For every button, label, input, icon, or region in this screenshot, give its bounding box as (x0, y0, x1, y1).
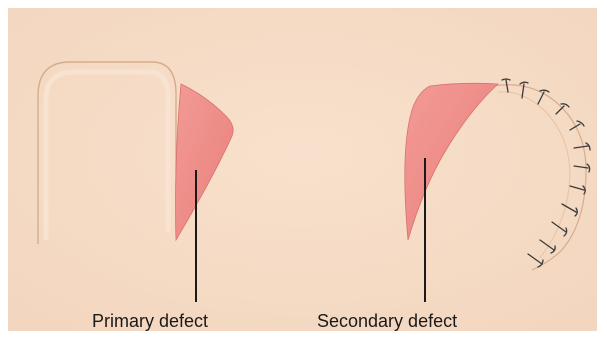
skin-background (8, 8, 597, 331)
secondary-defect-label: Secondary defect (317, 311, 457, 332)
primary-defect-label: Primary defect (92, 311, 208, 332)
